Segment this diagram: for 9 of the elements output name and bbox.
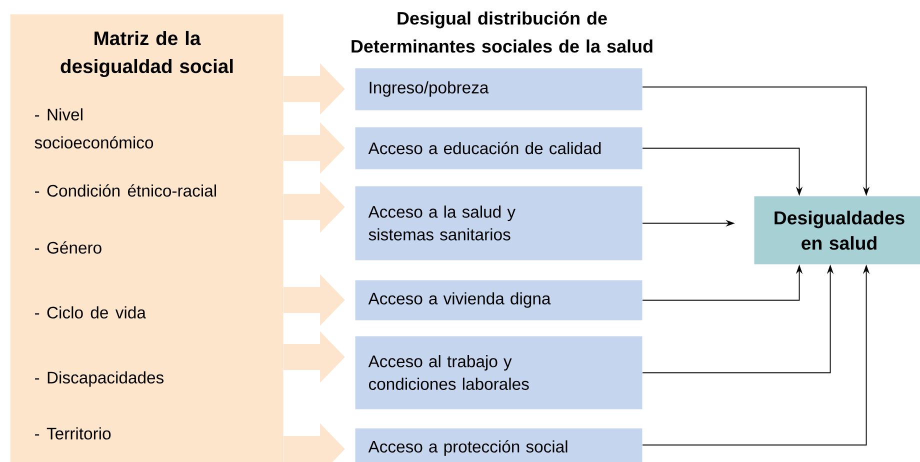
determinant-box: Ingreso/pobreza	[355, 68, 642, 110]
outcome-box: Desigualdades en salud	[754, 196, 920, 264]
column-heading: Desigual distribución de Determinantes sociales de la salud	[352, 11, 652, 53]
determinant-box: Acceso a educación de calidad	[355, 127, 642, 170]
determinant-box: Acceso a la salud y sistemas sanitarios	[355, 186, 642, 260]
matrix-panel: Matriz de la desigualdad social - Nivel socioeconómico - Condición étnico-racial - Género - Ciclo de vida - Discapacidades - Territorio	[10, 14, 284, 462]
determinant-box: Acceso al trabajo y condiciones laborales	[355, 336, 642, 410]
determinant-box: Acceso a vivienda digna	[355, 280, 642, 320]
determinant-box: Acceso a protección social	[355, 428, 642, 462]
